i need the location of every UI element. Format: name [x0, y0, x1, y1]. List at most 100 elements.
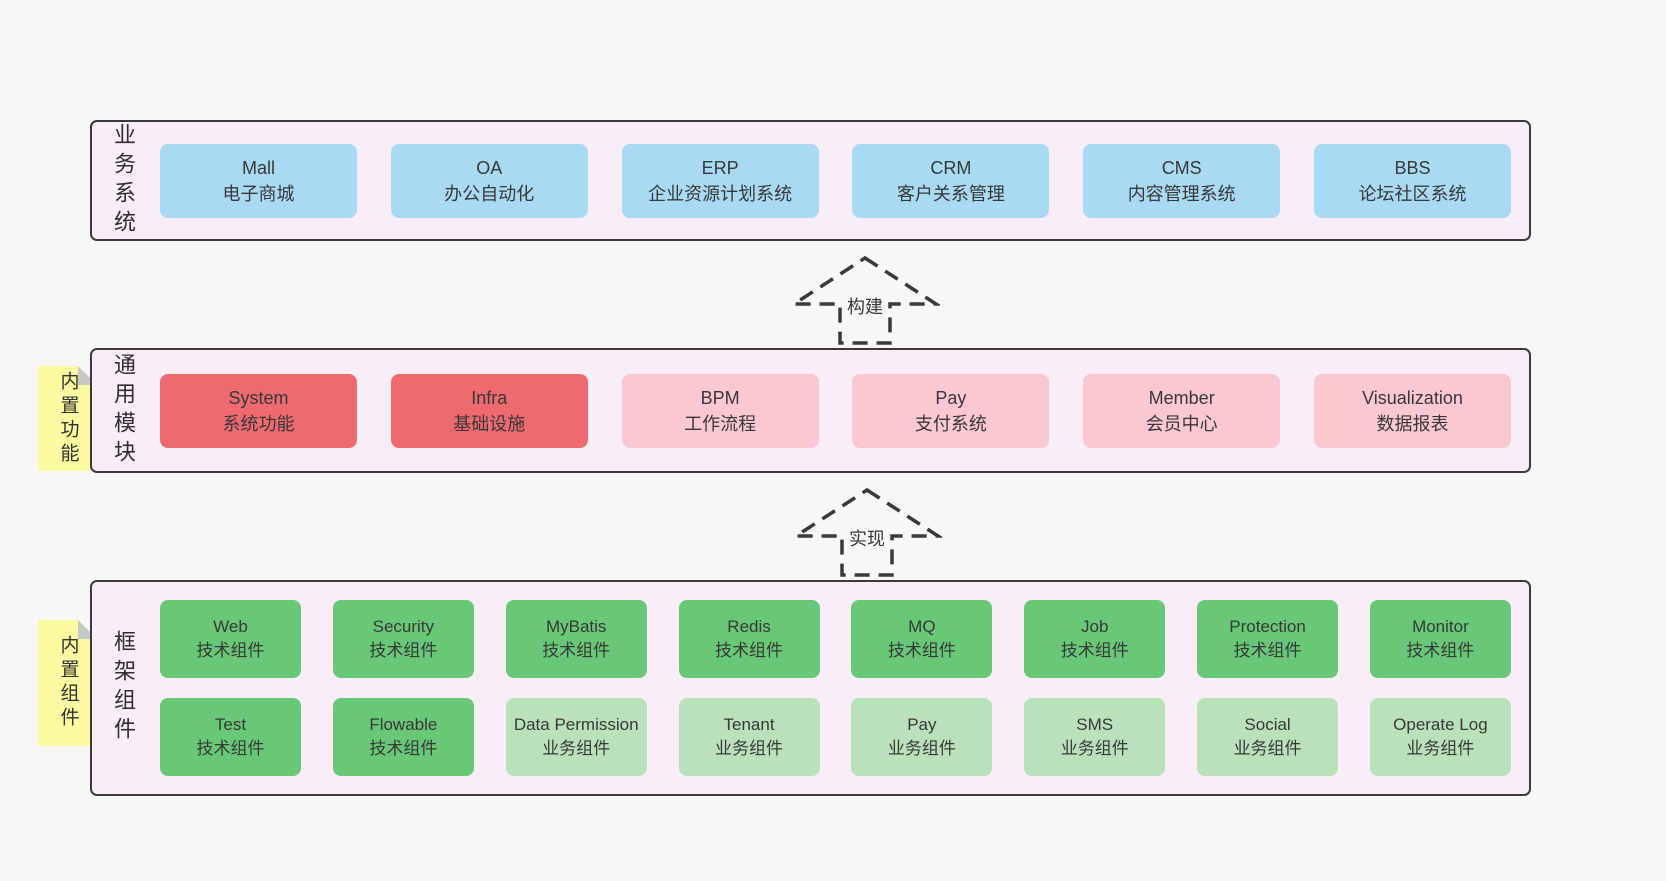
box-title: ERP	[701, 157, 739, 178]
box-title: MQ	[908, 617, 936, 636]
box-subtitle: 基础设施	[453, 413, 526, 434]
box-title: Tenant	[723, 715, 775, 734]
box-pay: Pay 支付系统	[852, 373, 1050, 448]
box-title: Pay	[907, 715, 937, 734]
box-title: Mall	[241, 157, 275, 178]
box-subtitle: 客户关系管理	[896, 183, 1005, 204]
box-title: CRM	[930, 157, 972, 178]
box-title: MyBatis	[545, 617, 607, 636]
dashed-up-arrow-icon	[792, 487, 942, 577]
arrow-build: 构建	[790, 255, 940, 346]
box-subtitle: 企业资源计划系统	[648, 183, 793, 204]
box-subtitle: 论坛社区系统	[1358, 183, 1467, 204]
box-title: Redis	[727, 617, 771, 636]
tag-built-in-components: 内置组件	[38, 620, 97, 746]
box-title: Pay	[935, 387, 967, 408]
box-subtitle: 业务组件	[542, 739, 611, 758]
box-tenant: Tenant 业务组件	[678, 698, 820, 776]
box-subtitle: 技术组件	[1060, 641, 1129, 660]
box-infra: Infra 基础设施	[390, 373, 588, 448]
box-subtitle: 内容管理系统	[1127, 183, 1236, 204]
box-subtitle: 业务组件	[1406, 739, 1475, 758]
panel-common-modules: 通用模块 System 系统功能 Infra 基础设施 BPM 工作流程 Pay 支付系统 Me…	[90, 348, 1531, 473]
box-title: Infra	[471, 387, 508, 408]
arrow-implement-text: 实现	[846, 525, 888, 551]
box-bbs: BBS 论坛社区系统	[1313, 143, 1511, 218]
box-visualization: Visualization 数据报表	[1313, 373, 1511, 448]
box-title: Job	[1081, 617, 1109, 636]
box-subtitle: 技术组件	[196, 739, 265, 758]
box-oa: OA 办公自动化	[390, 143, 588, 218]
box-title: SMS	[1076, 715, 1114, 734]
box-sms: SMS 业务组件	[1024, 698, 1166, 776]
box-title: Visualization	[1362, 387, 1463, 408]
box-title: Social	[1244, 715, 1291, 734]
box-subtitle: 技术组件	[1406, 641, 1475, 660]
box-title: OA	[476, 157, 503, 178]
arrow-build-text: 构建	[844, 293, 886, 319]
box-subtitle: 业务组件	[715, 739, 784, 758]
box-title: BBS	[1394, 157, 1431, 178]
box-title: System	[228, 387, 289, 408]
box-job: Job 技术组件	[1024, 600, 1166, 678]
box-subtitle: 技术组件	[542, 641, 611, 660]
box-subtitle: 业务组件	[887, 739, 956, 758]
box-subtitle: 业务组件	[1233, 739, 1302, 758]
tag-label: 内置功能	[57, 370, 79, 467]
box-redis: Redis 技术组件	[678, 600, 820, 678]
box-bpm: BPM 工作流程	[621, 373, 819, 448]
box-subtitle: 技术组件	[715, 641, 784, 660]
box-web: Web 技术组件	[160, 600, 301, 678]
arrow-label: 实现	[792, 525, 942, 551]
box-subtitle: 技术组件	[369, 739, 438, 758]
box-title: Monitor	[1412, 617, 1469, 636]
box-title: Flowable	[369, 715, 438, 734]
box-title: Test	[214, 715, 247, 734]
dashed-up-arrow-icon	[790, 255, 940, 345]
box-data-permission: Data Permission 业务组件	[505, 698, 647, 776]
box-subtitle: 业务组件	[1060, 739, 1129, 758]
arrow-implement: 实现	[792, 487, 942, 578]
box-subtitle: 数据报表	[1376, 413, 1449, 434]
box-operate-log: Operate Log 业务组件	[1369, 698, 1511, 776]
box-title: Data Permission	[513, 715, 639, 734]
box-crm: CRM 客户关系管理	[852, 143, 1050, 218]
box-subtitle: 工作流程	[684, 413, 757, 434]
box-subtitle: 技术组件	[1233, 641, 1302, 660]
box-protection: Protection 技术组件	[1197, 600, 1339, 678]
box-subtitle: 会员中心	[1145, 413, 1218, 434]
tag-built-in-features: 内置功能	[38, 366, 97, 471]
box-monitor: Monitor 技术组件	[1369, 600, 1511, 678]
box-subtitle: 电子商城	[222, 183, 295, 204]
box-title: Web	[213, 617, 248, 636]
box-mq: MQ 技术组件	[851, 600, 993, 678]
arrow-label: 构建	[790, 293, 940, 319]
box-pay: Pay 业务组件	[851, 698, 993, 776]
box-subtitle: 办公自动化	[444, 183, 535, 204]
box-test: Test 技术组件	[160, 698, 301, 776]
box-subtitle: 支付系统	[914, 413, 987, 434]
box-mybatis: MyBatis 技术组件	[505, 600, 647, 678]
panel-title: 通用模块	[111, 352, 136, 469]
box-title: Operate Log	[1393, 715, 1488, 734]
box-title: Protection	[1229, 617, 1306, 636]
box-subtitle: 技术组件	[369, 641, 438, 660]
box-title: Security	[372, 617, 435, 636]
box-subtitle: 技术组件	[887, 641, 956, 660]
tag-label: 内置组件	[57, 635, 79, 731]
box-title: BPM	[700, 387, 740, 408]
panel-title: 框架组件	[111, 630, 136, 746]
box-subtitle: 技术组件	[196, 641, 265, 660]
box-social: Social 业务组件	[1197, 698, 1339, 776]
box-system: System 系统功能	[160, 373, 357, 448]
box-subtitle: 系统功能	[222, 413, 295, 434]
